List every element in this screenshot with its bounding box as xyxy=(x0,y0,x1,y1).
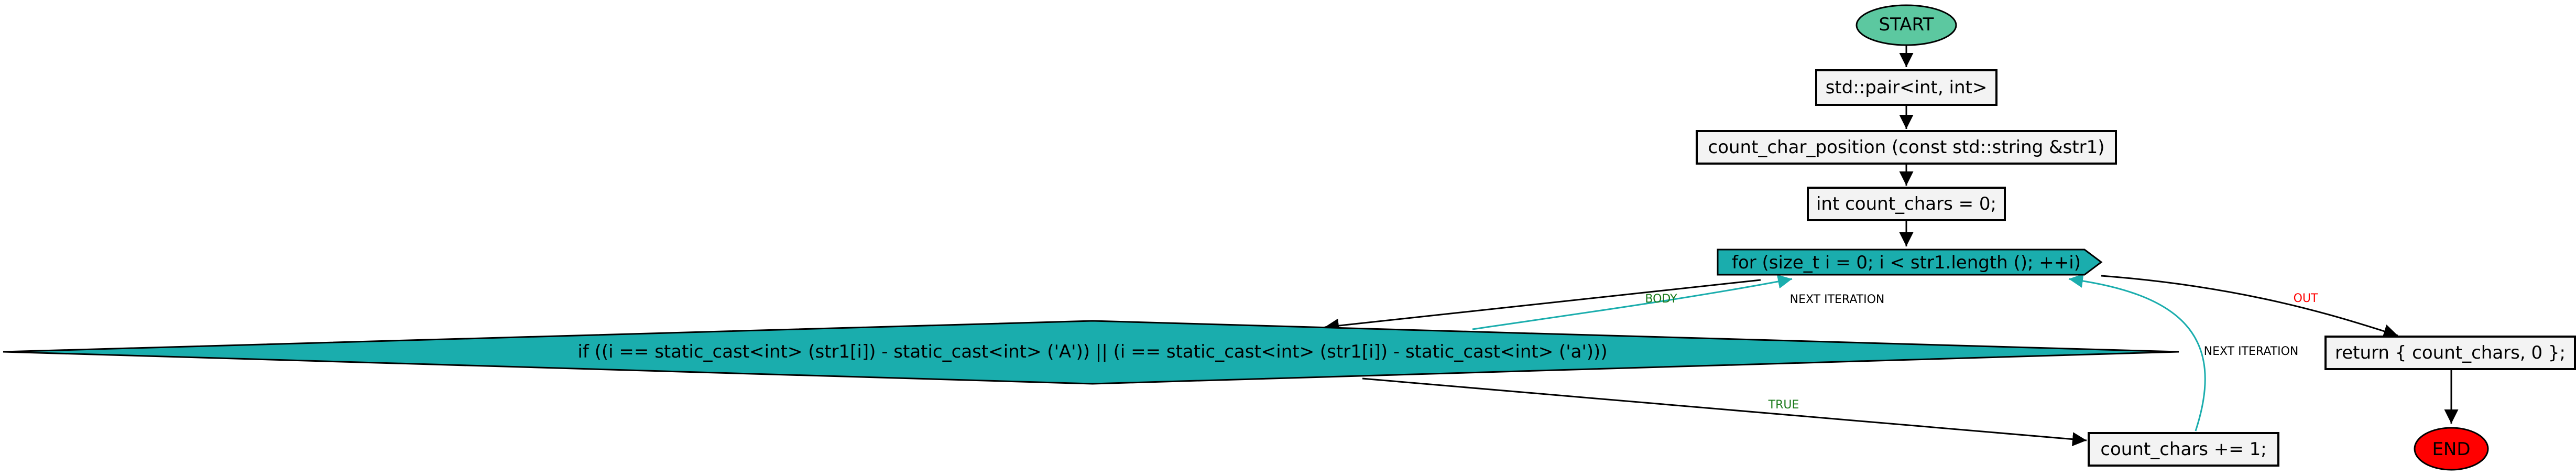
return-type-node: std::pair<int, int> xyxy=(1815,69,1998,106)
edge-label-body: BODY xyxy=(1645,293,1677,306)
condition-label: if ((i == static_cast<int> (str1[i]) - s… xyxy=(577,341,1607,362)
start-node: START xyxy=(1855,4,1957,46)
signature-label: count_char_position (const std::string &… xyxy=(1708,137,2105,158)
init-label: int count_chars = 0; xyxy=(1816,193,1996,214)
signature-node: count_char_position (const std::string &… xyxy=(1696,130,2117,165)
edge-labels: BODY NEXT ITERATION OUT NEXT ITERATION T… xyxy=(1645,292,2318,412)
edge-label-next-iteration-1: NEXT ITERATION xyxy=(1790,293,1885,306)
return-label: return { count_chars, 0 }; xyxy=(2335,342,2566,363)
edge-condition-to-increment-true xyxy=(1362,377,2087,447)
return-type-label: std::pair<int, int> xyxy=(1826,77,1988,98)
for-loop-label: for (size_t i = 0; i < str1.length (); +… xyxy=(1732,252,2081,273)
start-label: START xyxy=(1879,14,1934,35)
edge-for-to-return-out xyxy=(2101,275,2398,338)
end-label: END xyxy=(2432,439,2470,460)
edge-condition-to-for-next xyxy=(1472,274,1793,330)
condition-node: if ((i == static_cast<int> (str1[i]) - s… xyxy=(3,320,2179,385)
for-loop-node: for (size_t i = 0; i < str1.length (); +… xyxy=(1717,249,2103,276)
edge-label-next-iteration-2: NEXT ITERATION xyxy=(2204,345,2299,358)
end-node: END xyxy=(2414,427,2489,471)
edge-for-to-condition-body xyxy=(1324,279,1761,333)
edges xyxy=(1324,45,2459,447)
increment-node: count_chars += 1; xyxy=(2088,432,2279,467)
increment-label: count_chars += 1; xyxy=(2100,439,2266,460)
init-node: int count_chars = 0; xyxy=(1807,187,2006,221)
return-node: return { count_chars, 0 }; xyxy=(2324,336,2576,370)
edge-label-true: TRUE xyxy=(1768,398,1799,412)
edge-increment-to-for-next xyxy=(2068,274,2206,431)
edge-label-out: OUT xyxy=(2294,292,2318,305)
